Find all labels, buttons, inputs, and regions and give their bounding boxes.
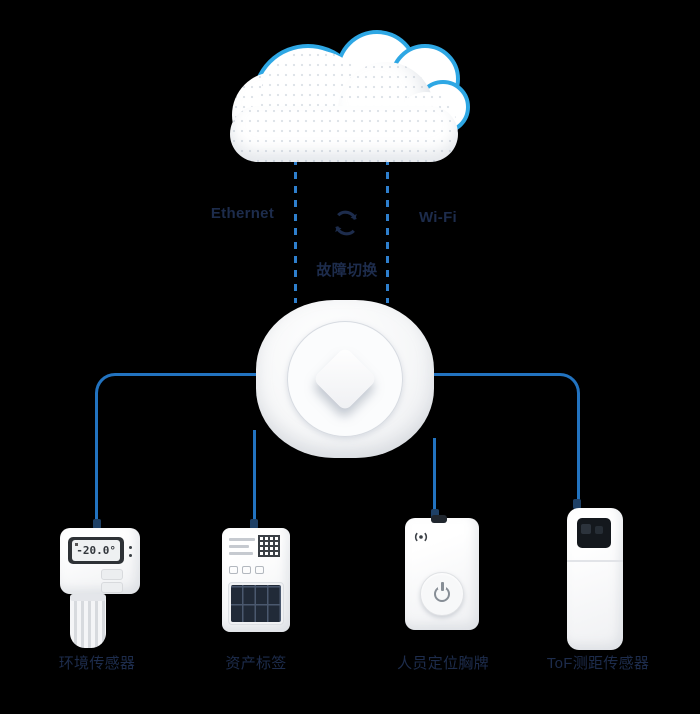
connector-badge [433, 438, 436, 518]
status-led [129, 546, 132, 549]
case-seam [567, 560, 623, 562]
wifi-dashed-link [386, 158, 389, 303]
certification-mark [242, 566, 251, 574]
connector-asset-tag [253, 430, 256, 528]
connector-cap [250, 519, 258, 529]
device-label-environment-sensor: 环境传感器 [58, 655, 136, 672]
sensor-button [101, 582, 123, 593]
failover-label: 故障切换 [316, 262, 378, 279]
lcd-mode-icon [75, 543, 78, 546]
device-label-personnel-badge: 人员定位胸牌 [397, 655, 489, 672]
lorawan-gateway [256, 300, 434, 458]
connector-env-sensor [95, 373, 265, 531]
solar-panel [231, 585, 281, 622]
connector-cap [573, 499, 581, 509]
device-label-asset-tag: 资产标签 [225, 655, 287, 672]
lcd-screen: -20.0° [72, 540, 120, 561]
sensor-probe-collar [70, 594, 106, 601]
wifi-label: Wi-Fi [418, 209, 458, 226]
ethernet-dashed-link [294, 158, 297, 303]
cloud-base [230, 106, 458, 162]
tag-print-line [229, 538, 255, 541]
qr-code [258, 535, 280, 557]
signal-icon [414, 532, 428, 542]
device-label-tof-sensor: ToF测距传感器 [546, 655, 650, 672]
lanyard-slot [431, 515, 447, 523]
tag-print-line [229, 545, 249, 548]
connector-cap [93, 519, 101, 529]
tof-receiver [595, 526, 603, 534]
sensor-button [101, 569, 123, 580]
sync-arrows-icon [335, 210, 357, 236]
ethernet-label: Ethernet [210, 205, 275, 222]
certification-mark [255, 566, 264, 574]
sensor-probe [70, 594, 106, 648]
connector-cap [431, 509, 439, 519]
power-icon-bar [441, 582, 444, 591]
tof-emitter [581, 524, 591, 534]
connector-tof-sensor [428, 373, 580, 512]
tag-print-line [229, 552, 253, 555]
status-led [129, 554, 132, 557]
certification-mark [229, 566, 238, 574]
